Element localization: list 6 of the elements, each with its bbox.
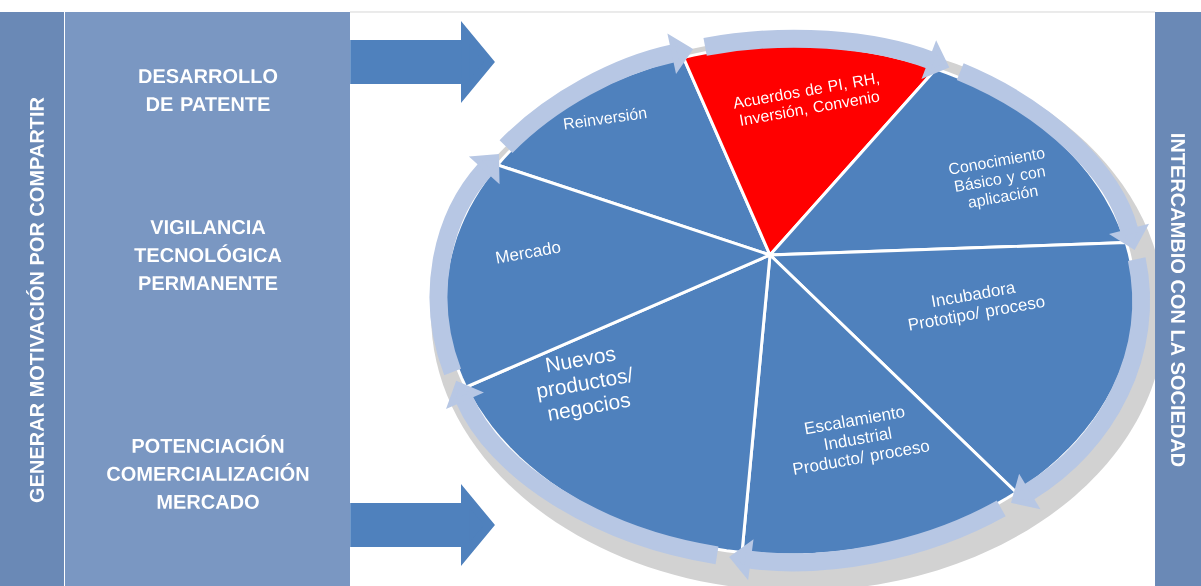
text-panel: DESARROLLO DE PATENTE VIGILANCIA TECNOLÓGICA PERMANENTE POTENCIACIÓN COMERCIALIZACIÓN MERCADO	[65, 12, 350, 586]
cycle-arrow	[1011, 257, 1150, 510]
cycle-arrow	[429, 154, 500, 375]
side-band: INTERCAMBIO CON LA SOCIEDAD	[1155, 12, 1201, 586]
node-label: Escalamiento Industrial Producto/ proceso	[793, 407, 930, 475]
side-band: GENERAR MOTIVACIÓN POR COMPARTIR	[0, 12, 64, 586]
